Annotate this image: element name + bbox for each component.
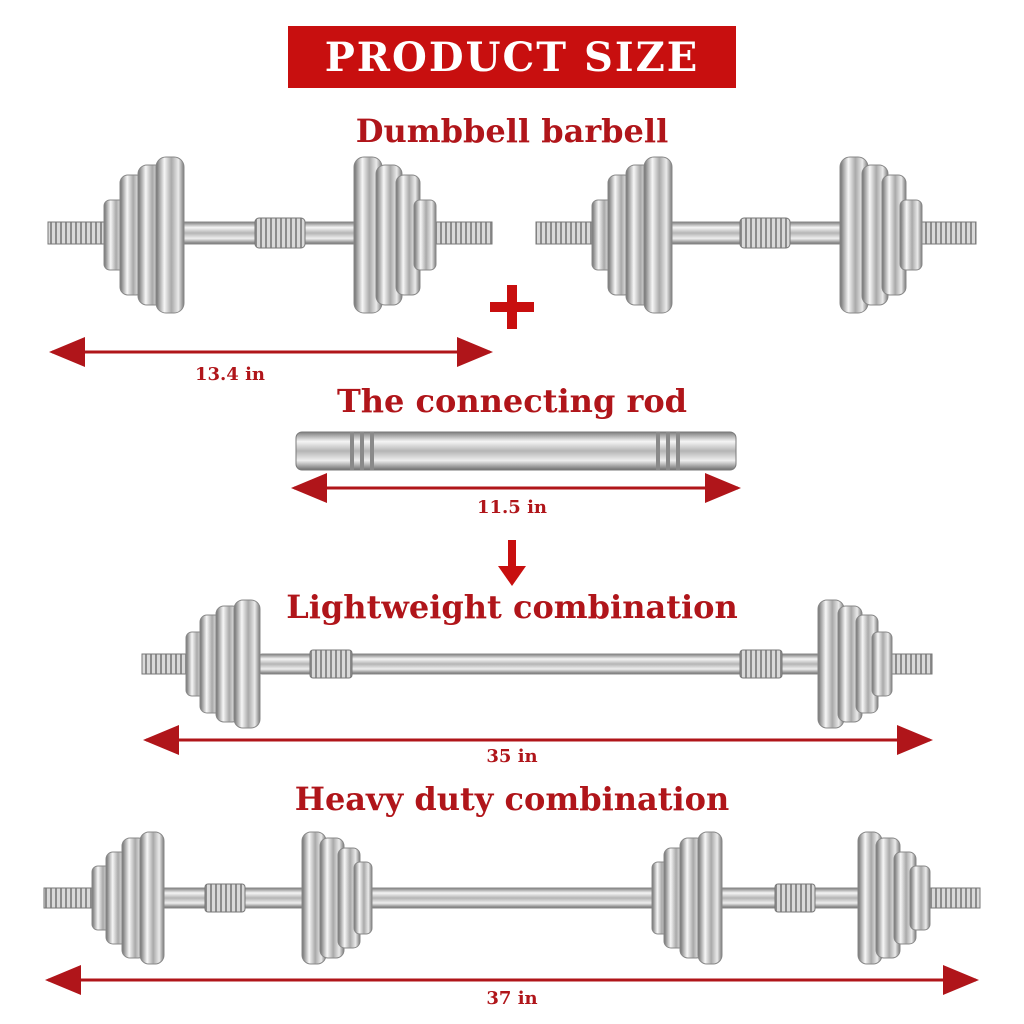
lightweight-barbell bbox=[141, 599, 933, 729]
plus-icon bbox=[490, 285, 534, 329]
banner-title: PRODUCT SIZE bbox=[324, 33, 700, 81]
dumbbell-length-label: 13.4 in bbox=[194, 364, 266, 385]
product-size-banner: PRODUCT SIZE bbox=[288, 26, 736, 88]
dumbbell-right bbox=[535, 156, 977, 314]
down-arrow-icon bbox=[498, 540, 526, 586]
connecting-rod bbox=[295, 431, 737, 471]
heavy-barbell bbox=[43, 831, 981, 965]
lightweight-title: Lightweight combination bbox=[286, 588, 738, 626]
dumbbell-left bbox=[47, 156, 493, 314]
heavy-title: Heavy duty combination bbox=[294, 780, 730, 818]
dumbbell-title: Dumbbell barbell bbox=[355, 112, 669, 150]
rod-title: The connecting rod bbox=[336, 382, 688, 420]
